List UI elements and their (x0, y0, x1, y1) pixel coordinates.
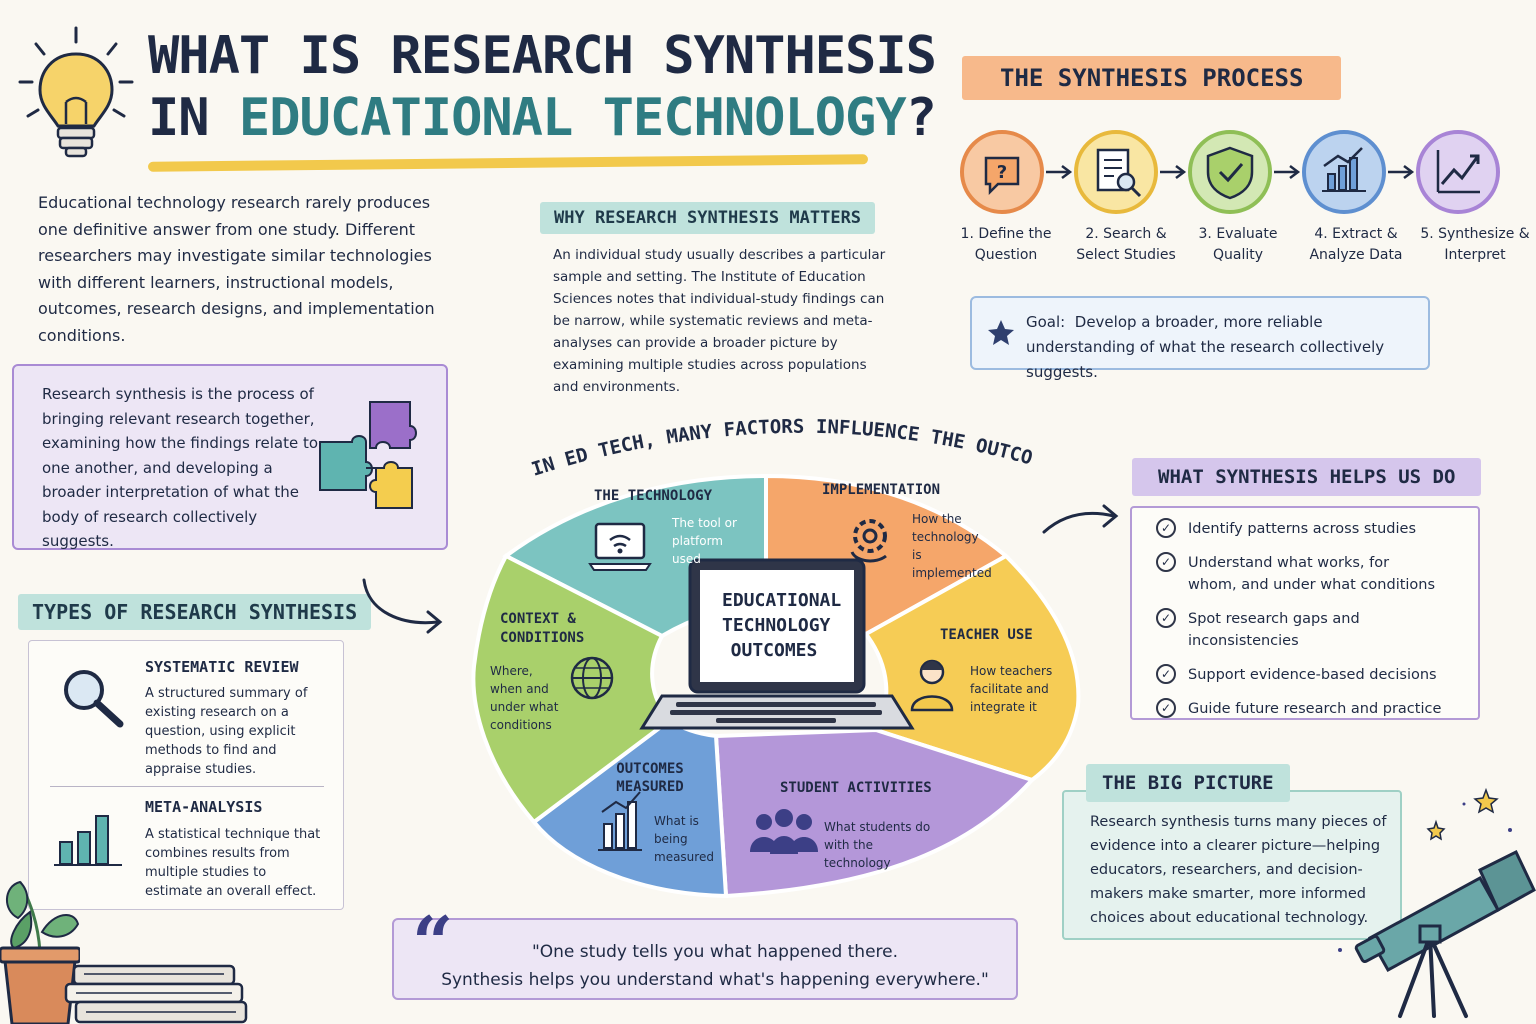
help-item: ✓ Identify patterns across studies (1156, 518, 1466, 540)
curved-arrow-right (1042, 504, 1119, 534)
help-item: ✓ Understand what works, for whom, and u… (1156, 552, 1466, 596)
quote-text: "One study tells you what happened there… (420, 938, 1010, 994)
big-picture-box (1062, 790, 1402, 940)
piece-title-teacher-use: TEACHER USE (940, 627, 1033, 643)
title-accent: EDUCATIONAL TECHNOLOGY (238, 88, 907, 148)
type-desc-meta-analysis: A statistical technique that combines re… (145, 827, 321, 899)
globe-icon (570, 656, 614, 700)
books-icon (64, 964, 248, 1024)
bar-chart-icon (54, 815, 122, 866)
goal-box (970, 296, 1430, 370)
big-picture-heading: THE BIG PICTURE (1086, 764, 1290, 802)
chart-icon (598, 791, 642, 851)
curved-arrow-left (362, 578, 443, 634)
check-circle-icon: ✓ (1156, 664, 1176, 684)
factors-heading: IN ED TECH, MANY FACTORS INFLUENCE THE O… (520, 404, 1035, 481)
star-icon (988, 320, 1014, 345)
quote-line-2: Synthesis helps you understand what's ha… (441, 970, 989, 990)
wheel-piece-context (471, 553, 673, 825)
teacher-icon (910, 659, 954, 712)
help-item: ✓ Spot research gaps and inconsistencies (1156, 608, 1466, 652)
goal-text: Goal: Develop a broader, more reliable u… (1026, 310, 1426, 385)
step-label-4: 4. Extract & Analyze Data (1309, 226, 1403, 263)
type-desc-systematic-review: A structured summary of existing researc… (145, 686, 308, 777)
help-item: ✓ Support evidence-based decisions (1156, 664, 1466, 686)
helps-box (1130, 506, 1480, 720)
puzzle-pieces-icon (319, 401, 417, 509)
quote-box (392, 918, 1018, 1000)
process-heading: THE SYNTHESIS PROCESS (962, 56, 1342, 100)
help-item-text: Guide future research and practice (1188, 701, 1442, 717)
big-picture-text: Research synthesis turns many pieces of … (1090, 814, 1387, 926)
piece-desc-implementation: How the technology is implemented (912, 512, 992, 580)
why-heading: WHY RESEARCH SYNTHESIS MATTERS (540, 202, 876, 234)
check-circle-icon: ✓ (1156, 518, 1176, 538)
bar-chart-step-icon (1322, 147, 1366, 192)
step-label-3: 3. Evaluate Quality (1198, 226, 1278, 263)
piece-desc-teacher-use: How teachers facilitate and integrate it (970, 664, 1053, 714)
title-prefix: IN (148, 88, 239, 148)
goal-label: Goal: (1026, 313, 1066, 331)
piece-title-implementation: IMPLEMENTATION (822, 482, 941, 498)
svg-text:?: ? (997, 162, 1007, 183)
step-label-5: 5. Synthesize & Interpret (1420, 226, 1530, 263)
piece-title-technology: THE TECHNOLOGY (594, 488, 713, 504)
helps-heading: WHAT SYNTHESIS HELPS US DO (1132, 458, 1482, 496)
type-title-systematic-review: SYSTEMATIC REVIEW (145, 658, 299, 676)
lightbulb-icon (18, 26, 134, 158)
piece-title-outcomes-measured: OUTCOMES MEASURED (616, 761, 684, 795)
check-circle-icon: ✓ (1156, 698, 1176, 718)
piece-desc-context: Where, when and under what conditions (490, 664, 559, 732)
factors-wheel (471, 473, 1081, 899)
page-title-line-1: WHAT IS RESEARCH SYNTHESIS (148, 26, 937, 86)
piece-desc-student-activities: What students do with the technology (824, 820, 931, 870)
quote-mark-icon: “ (412, 900, 454, 985)
help-item-text: Identify patterns across studies (1188, 521, 1417, 537)
step-label-2: 2. Search & Select Studies (1076, 226, 1176, 263)
helps-list: ✓ Identify patterns across studies ✓ Und… (1156, 518, 1466, 720)
help-item-text: Spot research gaps and inconsistencies (1188, 611, 1360, 649)
title-underline (147, 154, 869, 172)
definition-box (12, 364, 448, 550)
check-circle-icon: ✓ (1156, 552, 1176, 572)
line-chart-icon (1436, 150, 1480, 194)
why-text: An individual study usually describes a … (553, 247, 886, 395)
process-steps: ? (960, 130, 1500, 214)
wheel-piece-teacher-use (863, 553, 1081, 783)
intro-paragraph: Educational technology research rarely p… (38, 193, 435, 345)
question-bubble-icon (984, 156, 1020, 196)
help-item-text: Understand what works, for whom, and und… (1188, 555, 1436, 593)
laptop-wifi-icon (594, 522, 646, 560)
types-divider (50, 786, 324, 787)
type-title-meta-analysis: META-ANALYSIS (145, 798, 263, 816)
page-title-line-2: IN EDUCATIONAL TECHNOLOGY? (148, 88, 937, 148)
goal-description: Develop a broader, more reliable underst… (1026, 313, 1385, 381)
center-line-3: OUTCOMES (730, 640, 818, 661)
step-label-1: 1. Define the Question (960, 226, 1052, 263)
help-item: ✓ Guide future research and practice (1156, 698, 1466, 720)
help-item-text: Support evidence-based decisions (1188, 667, 1437, 683)
plant-icon (0, 880, 80, 1024)
definition-text: Research synthesis is the process of bri… (42, 385, 319, 550)
magnifier-icon (64, 670, 124, 728)
shield-check-icon (1206, 146, 1254, 200)
piece-desc-technology: The tool or platform used (672, 516, 737, 566)
wheel-center-title: EDUCATIONAL TECHNOLOGY OUTCOMES (722, 588, 842, 663)
check-circle-icon: ✓ (1156, 608, 1176, 628)
piece-desc-outcomes-measured: What is being measured (654, 814, 714, 864)
center-line-1: EDUCATIONAL (722, 590, 842, 611)
center-line-2: TECHNOLOGY (722, 615, 831, 636)
gears-icon (850, 519, 887, 563)
types-heading: TYPES OF RESEARCH SYNTHESIS (18, 594, 372, 630)
telescope-icon (1338, 787, 1536, 1018)
title-suffix: ? (905, 88, 937, 148)
quote-line-1: "One study tells you what happened there… (531, 942, 899, 962)
piece-title-context: CONTEXT & CONDITIONS (500, 611, 585, 646)
piece-title-student-activities: STUDENT ACTIVITIES (780, 780, 932, 796)
students-icon (750, 809, 818, 854)
